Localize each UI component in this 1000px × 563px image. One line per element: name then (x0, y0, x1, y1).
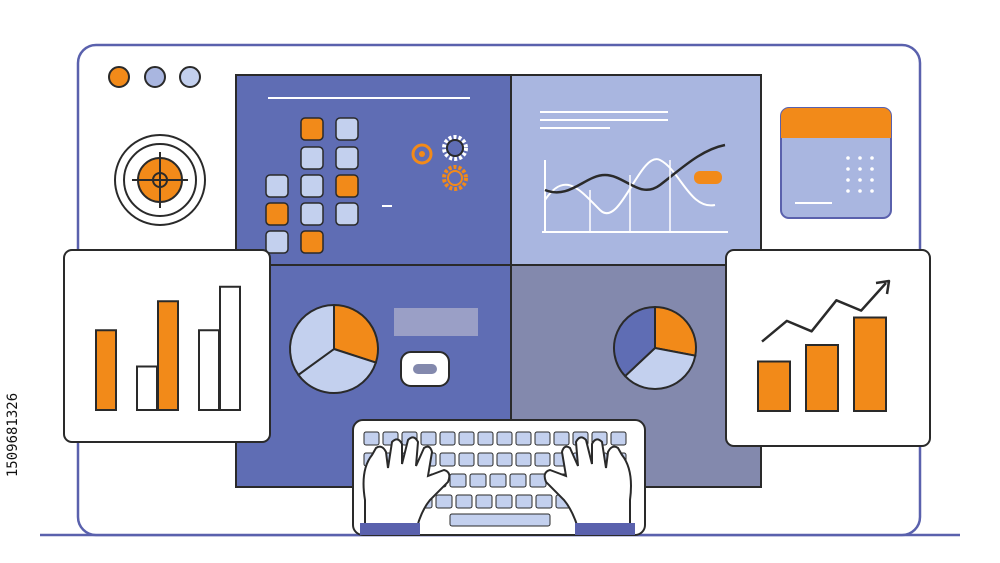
pie-slice (613, 305, 656, 378)
pie-slice (333, 303, 379, 364)
growth-chart-card-right (725, 249, 931, 447)
keyboard-key (515, 431, 532, 446)
calendar-day-dot (846, 156, 850, 160)
grid-tile (265, 202, 289, 226)
grid-tile (335, 117, 359, 141)
keyboard-key (496, 431, 513, 446)
calendar-day-dot (870, 167, 874, 171)
keyboard-key (509, 473, 527, 488)
window-dot-light-icon[interactable] (179, 66, 201, 88)
keyboard-key (529, 473, 547, 488)
calendar-icon (780, 107, 892, 219)
keyboard-key (515, 452, 532, 467)
calendar-day-dot (858, 189, 862, 193)
side-id-label: 1509681326 (5, 392, 21, 478)
calendar-day-dot (858, 178, 862, 182)
keyboard-key (489, 473, 507, 488)
keyboard-key (439, 431, 456, 446)
pie-chart-right (613, 305, 697, 390)
calendar-day-dot (870, 156, 874, 160)
keyboard-key (534, 452, 551, 467)
panel-top-right (510, 74, 762, 266)
calendar-day-dot (870, 178, 874, 182)
bar (136, 365, 158, 411)
keyboard-key (610, 431, 627, 446)
grid-tile (335, 174, 359, 198)
keyboard-key (553, 431, 570, 446)
keyboard-key (477, 431, 494, 446)
trend-arrow-icon (761, 279, 891, 343)
pie-slice (654, 305, 697, 357)
calendar-day-dot (846, 167, 850, 171)
pie-slice (289, 303, 335, 377)
keyboard-key (535, 494, 553, 509)
bar (157, 300, 179, 411)
keyboard-key (496, 452, 513, 467)
window-dot-orange-icon[interactable] (108, 66, 130, 88)
keyboard-key (420, 431, 437, 446)
hand-icon (360, 436, 451, 536)
bar (757, 360, 791, 412)
grid-tile (300, 230, 324, 254)
pie-chart-left (289, 303, 379, 394)
grid-tile (300, 117, 324, 141)
label-placeholder-bar (394, 308, 478, 336)
keyboard-key (439, 452, 456, 467)
bar (805, 344, 839, 412)
calendar-day-dot (858, 156, 862, 160)
bar-chart-card-left (63, 249, 271, 443)
keyboard-key (449, 473, 467, 488)
calendar-day-dot (870, 189, 874, 193)
keyboard-key (477, 452, 494, 467)
highlight-pill (694, 171, 722, 184)
grid-tile (265, 174, 289, 198)
calendar-day-dot (858, 167, 862, 171)
keyboard-key (534, 431, 551, 446)
wave-chart (540, 111, 728, 233)
grid-tile (335, 146, 359, 170)
toggle-knob (413, 364, 437, 374)
grid-tile (335, 202, 359, 226)
window-dot-blue-icon[interactable] (144, 66, 166, 88)
pie-slice (623, 346, 697, 390)
bar (853, 316, 887, 412)
keyboard-key (475, 494, 493, 509)
keyboard-key (435, 494, 453, 509)
side-id-text: 1509681326 (4, 320, 22, 550)
grid-tile (300, 146, 324, 170)
bar (219, 285, 241, 411)
keyboard-key (495, 494, 513, 509)
calendar-day-dot (846, 178, 850, 182)
gear-icon (411, 135, 468, 191)
space-bar-key (449, 513, 551, 527)
keyboard-key (458, 431, 475, 446)
tile-grid (265, 117, 359, 254)
calendar-day-dot (846, 189, 850, 193)
keyboard-key (455, 494, 473, 509)
hand-icon (543, 436, 635, 536)
pie-slice (297, 347, 378, 394)
grid-tile (265, 230, 289, 254)
bar (198, 329, 220, 411)
keyboard-key (363, 431, 380, 446)
bar (95, 329, 117, 411)
grid-tile (300, 202, 324, 226)
grid-tile (300, 174, 324, 198)
keyboard-key (458, 452, 475, 467)
keyboard-key (515, 494, 533, 509)
target-icon (114, 134, 206, 226)
keyboard-key (469, 473, 487, 488)
